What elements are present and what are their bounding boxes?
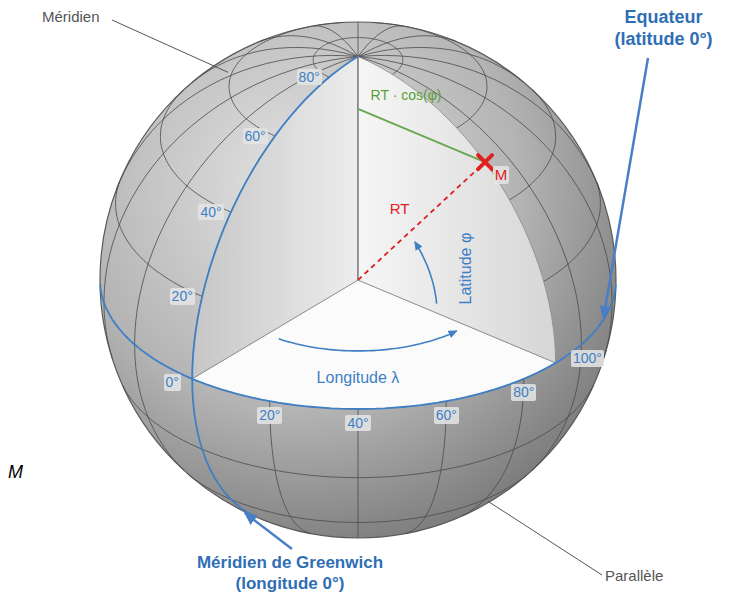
longitude-degree: 60° [434,407,459,424]
greenwich-meridian-line [192,57,358,516]
callout-arrow [603,58,648,318]
latitude-degree: 40° [198,204,223,221]
polar-axis [358,57,359,280]
longitude-degree: 40° [345,415,370,432]
point-marker [478,155,492,169]
meridian-plane-face [358,57,556,363]
meridian-plane-face [192,57,358,379]
parallel-line [187,473,529,522]
meridian-line [358,26,402,57]
latitude-label: Latitude φ [456,233,475,305]
callout-label: Méridien [42,8,100,26]
equator-line [100,285,616,410]
longitude-label: Longitude λ [317,368,400,387]
meridian-line [358,22,359,56]
longitude-arc [279,331,457,351]
longitude-degree: 100° [571,350,604,367]
latitude-degree: 60° [243,128,268,145]
callout-label: Méridien de Greenwich (longitude 0°) [180,552,400,594]
longitude-degree: 20° [257,407,282,424]
latitude-degree: 0° [164,374,181,391]
longitude-degree: 80° [511,384,536,401]
latitude-arc [415,242,437,304]
callout-arrow [245,513,292,549]
radius-label: RT [390,200,410,218]
stray-label: M [8,462,23,484]
callout-label: Equateur (latitude 0°) [596,6,731,50]
latitude-degree: 80° [297,69,322,86]
point-label: M [493,166,510,184]
meridian-line [314,26,358,57]
latitude-degree: 20° [170,288,195,305]
parallel-radius-label: RT · cos(φ) [371,87,442,104]
leader-line [112,20,228,72]
globe-sphere [100,22,616,538]
callout-label: Parallèle [605,567,663,585]
leader-line [488,501,602,575]
parallel-radius-line [358,109,485,162]
